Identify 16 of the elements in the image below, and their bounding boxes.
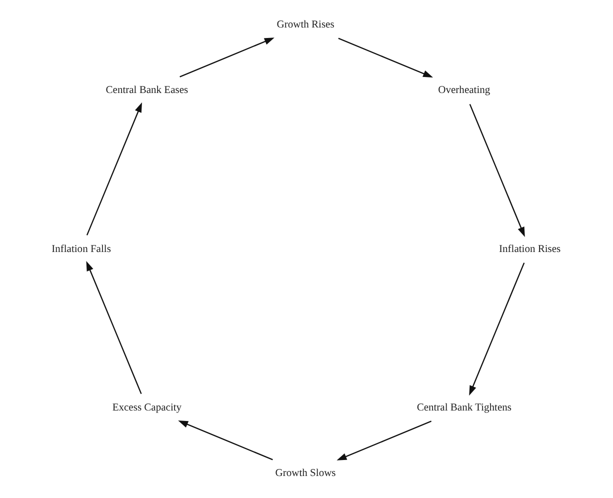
node-text: Excess Capacity — [112, 402, 182, 414]
arrow — [469, 104, 525, 238]
node-text: Inflation Falls — [52, 244, 111, 255]
arrow — [336, 420, 432, 460]
node-text: Inflation Rises — [499, 244, 561, 255]
arrow — [469, 262, 525, 396]
node-text: Central Bank Eases — [106, 85, 188, 96]
arrow — [86, 260, 142, 394]
arrow — [338, 38, 434, 78]
arrow — [180, 38, 274, 78]
node-text: Growth Rises — [276, 19, 334, 30]
node-text: Growth Slows — [275, 468, 336, 480]
arrow — [178, 420, 273, 460]
node-text: Central Bank Tightens — [416, 402, 512, 414]
node-text: Overheating — [438, 85, 490, 96]
arrow — [86, 102, 142, 236]
